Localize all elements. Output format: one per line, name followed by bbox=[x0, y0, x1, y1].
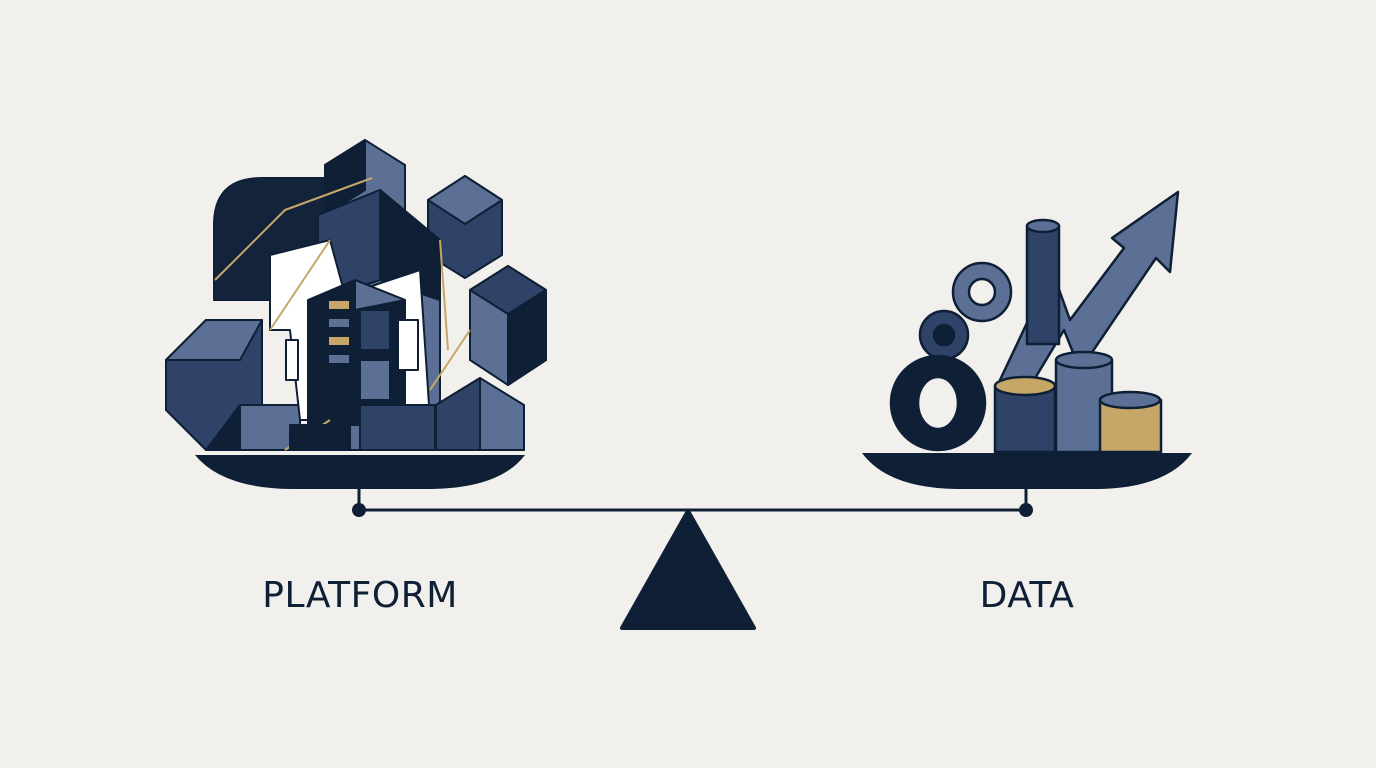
left-pan bbox=[195, 455, 525, 489]
right-pan-post bbox=[1019, 488, 1033, 517]
data-label: DATA bbox=[979, 575, 1075, 616]
platform-label: PLATFORM bbox=[262, 575, 458, 616]
right-pan bbox=[862, 453, 1192, 489]
left-pan-post bbox=[352, 488, 366, 517]
data-growth-icon bbox=[889, 190, 1180, 454]
fulcrum-triangle bbox=[620, 509, 756, 630]
platform-cubes-icon bbox=[165, 139, 547, 451]
